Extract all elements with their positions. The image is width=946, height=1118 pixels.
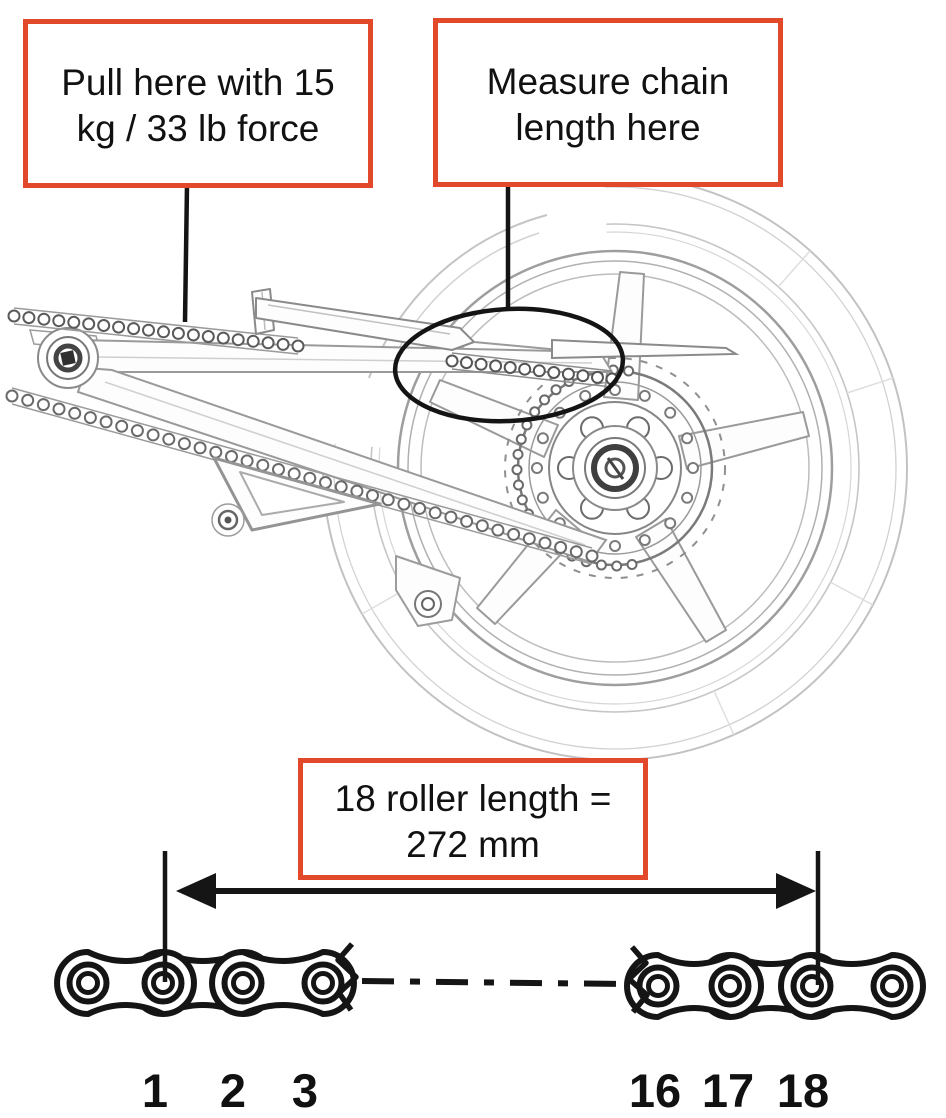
chain-measure-section (445, 352, 619, 388)
callout-measure-chain: Measure chain length here (433, 18, 783, 187)
break-mark-right (626, 945, 650, 1014)
chain-ellipse-rollers (445, 354, 619, 386)
wheel-hub (572, 425, 658, 511)
leader-line-pull (182, 184, 190, 323)
roller-label-17: 17 (702, 1064, 754, 1117)
chain-lower-rollers (5, 389, 599, 563)
swingarm-bracket (211, 456, 461, 627)
roller-label-16: 16 (629, 1064, 681, 1117)
bracket-bolt (211, 503, 245, 537)
chain-segment-right (624, 945, 926, 1020)
callout-pull-force: Pull here with 15 kg / 33 lb force (23, 19, 373, 188)
chain-guard (251, 288, 561, 351)
roller-number-labels: 1 2 3 16 17 18 (142, 1064, 829, 1117)
chain-segment-left (54, 942, 359, 1017)
callout-measure-chain-line1: Measure chain (486, 61, 730, 102)
axle-slot (606, 457, 625, 480)
callout-roller-length-line2: 272 mm (406, 824, 540, 865)
callout-pull-force-line2: kg / 33 lb force (76, 108, 320, 149)
callout-measure-chain-line2: length here (515, 107, 701, 148)
roller-label-3: 3 (292, 1064, 318, 1117)
roller-label-1: 1 (142, 1064, 168, 1117)
swingarm-blade (551, 338, 740, 360)
arrowhead-left (176, 873, 216, 909)
break-mark-left (335, 942, 359, 1012)
dimension-arrow (176, 873, 816, 909)
chain-continuation-dashes (361, 978, 623, 987)
chain-length-diagram: 1 2 3 16 17 18 (54, 851, 926, 1117)
roller-label-2: 2 (220, 1064, 246, 1117)
chain-upper-run (7, 307, 305, 355)
rim (396, 249, 834, 687)
arrowhead-right (776, 873, 816, 909)
tire-sidewall-marks (361, 250, 894, 736)
chain-guide-fin (395, 555, 461, 627)
swingarm-lower-spar (76, 366, 608, 564)
chain-upper-rollers (7, 309, 305, 353)
chain-lower-run (5, 387, 599, 565)
carrier-bolts (557, 416, 673, 520)
callout-pull-force-line1: Pull here with 15 (61, 62, 335, 103)
callout-roller-length-line1: 18 roller length = (334, 778, 612, 819)
sprocket-assembly (504, 357, 726, 579)
roller-label-18: 18 (777, 1064, 829, 1117)
sprocket-teeth (504, 357, 726, 579)
swingarm-pivot (37, 327, 99, 389)
callout-roller-length: 18 roller length = 272 mm (298, 758, 648, 880)
